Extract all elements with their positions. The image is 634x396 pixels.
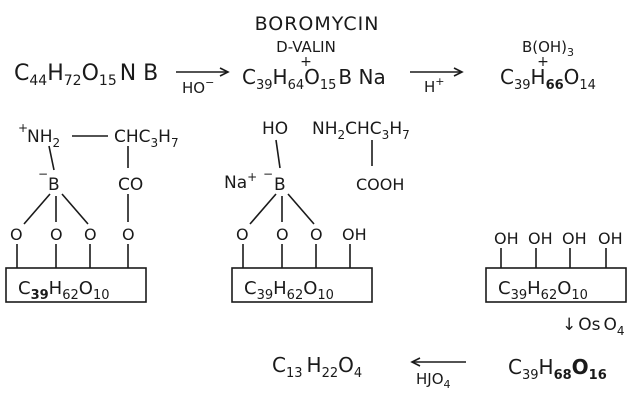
ammonium-group: NH2 bbox=[27, 127, 60, 150]
reagent-acid: H+ bbox=[424, 75, 445, 96]
structure-sodium-salt: HO NH2CHC3H7 Na+ − B COOH O O O OH C39H6… bbox=[224, 119, 410, 303]
side-chain-1: CHC3H7 bbox=[114, 127, 179, 150]
structure-tetraol: OH OH OH OH C39H62O10 bbox=[485, 229, 627, 303]
hydroxyl-3-2: OH bbox=[528, 229, 553, 248]
bond-b-o3 bbox=[61, 193, 89, 225]
bond-b-o1 bbox=[23, 193, 51, 225]
boron-charge-2: − bbox=[263, 167, 273, 181]
boron-atom-1: B bbox=[48, 175, 60, 195]
core-box-1 bbox=[5, 267, 147, 303]
ammonium-charge: + bbox=[18, 121, 28, 135]
product-d-valin: D-VALIN bbox=[276, 38, 336, 56]
oxygen-2-2: O bbox=[276, 225, 289, 244]
structure-boromycin: + NH2 CHC3H7 − B CO O O O O C39H62O10 bbox=[5, 121, 179, 303]
hydroxyl-2-4: OH bbox=[342, 225, 367, 244]
hydroxyl-3-4: OH bbox=[598, 229, 623, 248]
hydroxy-on-boron: HO bbox=[262, 119, 288, 139]
hydroxyl-3-1: OH bbox=[494, 229, 519, 248]
oxygen-3: O bbox=[84, 225, 97, 244]
core-formula-2: C39H62O10 bbox=[244, 278, 334, 303]
oxygen-2: O bbox=[50, 225, 63, 244]
bond-ho-b bbox=[275, 139, 281, 169]
formula-aglycone: C39H66O14 bbox=[500, 65, 596, 93]
reagent-periodate: HJO4 bbox=[416, 370, 451, 391]
oxygen-2-3: O bbox=[310, 225, 323, 244]
product-boric-acid: B(OH)3 bbox=[522, 38, 574, 59]
core-box-3 bbox=[485, 267, 627, 303]
oxygen-1: O bbox=[10, 225, 23, 244]
bond-b2-o3 bbox=[287, 193, 315, 225]
oxygen-2-1: O bbox=[236, 225, 249, 244]
boron-charge-1: − bbox=[38, 167, 48, 181]
title: BOROMYCIN bbox=[255, 13, 380, 35]
boron-atom-2: B bbox=[274, 175, 286, 195]
arrow-1-head bbox=[219, 67, 230, 77]
bond-n-b bbox=[48, 145, 55, 171]
oxygen-4: O bbox=[122, 225, 135, 244]
formula-oxidized: C39H68O16 bbox=[508, 355, 607, 383]
sodium-ion: Na+ bbox=[224, 170, 257, 193]
carbonyl-group: CO bbox=[118, 175, 143, 195]
plus-sign-1: + bbox=[300, 54, 312, 70]
arrow-2-head bbox=[453, 67, 464, 77]
amino-group: NH2CHC3H7 bbox=[312, 119, 410, 142]
arrow-3-head bbox=[410, 357, 421, 367]
core-box-2 bbox=[231, 267, 373, 303]
hydroxyl-3-3: OH bbox=[562, 229, 587, 248]
bond-b2-o1 bbox=[249, 193, 277, 225]
carboxylic-acid: COOH bbox=[356, 175, 404, 194]
core-formula-1: C39H62O10 bbox=[18, 278, 109, 303]
reagent-hydroxide: HO− bbox=[182, 76, 214, 97]
plus-sign-2: + bbox=[537, 54, 549, 70]
core-formula-3: C39H62O10 bbox=[498, 278, 588, 303]
